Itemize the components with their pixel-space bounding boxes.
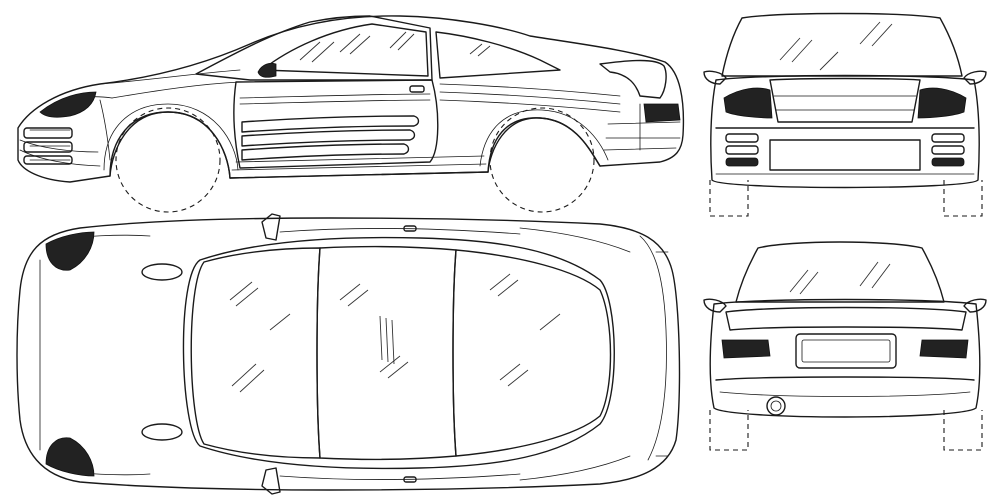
rear-wheel-left <box>709 410 749 451</box>
side-door-handle <box>409 85 425 93</box>
side-headlight <box>39 91 97 118</box>
top-cabin-outline <box>182 236 615 470</box>
top-headlight-left <box>45 231 95 271</box>
top-mirror-left <box>261 213 281 241</box>
rear-window <box>735 241 945 303</box>
top-body-outline <box>16 217 681 491</box>
top-rear-window <box>452 249 612 457</box>
side-door <box>233 79 439 169</box>
front-grille <box>769 139 921 171</box>
top-headlight-right <box>45 437 95 477</box>
side-taillight <box>643 103 681 123</box>
rear-taillight-right <box>919 339 969 359</box>
rear-taillight-left <box>721 339 771 359</box>
side-window <box>261 23 429 77</box>
front-mirror-left <box>703 70 727 85</box>
front-headlight-left <box>723 87 773 119</box>
top-roof <box>316 245 457 461</box>
side-front-wheel <box>115 107 221 213</box>
rear-mirror-right <box>963 298 987 313</box>
front-body-outline <box>710 74 980 189</box>
front-headlight-right <box>917 87 967 119</box>
side-mirror <box>257 62 277 78</box>
front-wheel-left <box>709 180 749 217</box>
front-windshield <box>721 12 963 77</box>
side-rear-spoiler <box>599 59 667 99</box>
top-mirror-right <box>261 467 281 495</box>
front-mirror-right <box>963 70 987 85</box>
side-view <box>17 15 685 213</box>
front-view <box>703 12 987 217</box>
side-body-outline <box>17 15 685 183</box>
rear-wheel-right <box>943 410 983 451</box>
rear-license-plate <box>795 333 897 369</box>
rear-view <box>703 241 987 451</box>
rear-body-outline <box>709 298 981 418</box>
rear-exhaust <box>766 396 786 416</box>
front-wheel-right <box>943 180 983 217</box>
side-rear-wheel <box>489 107 595 213</box>
top-view <box>16 213 681 495</box>
side-windshield <box>195 15 433 81</box>
rear-mirror-left <box>703 298 727 313</box>
top-windshield <box>190 247 321 459</box>
